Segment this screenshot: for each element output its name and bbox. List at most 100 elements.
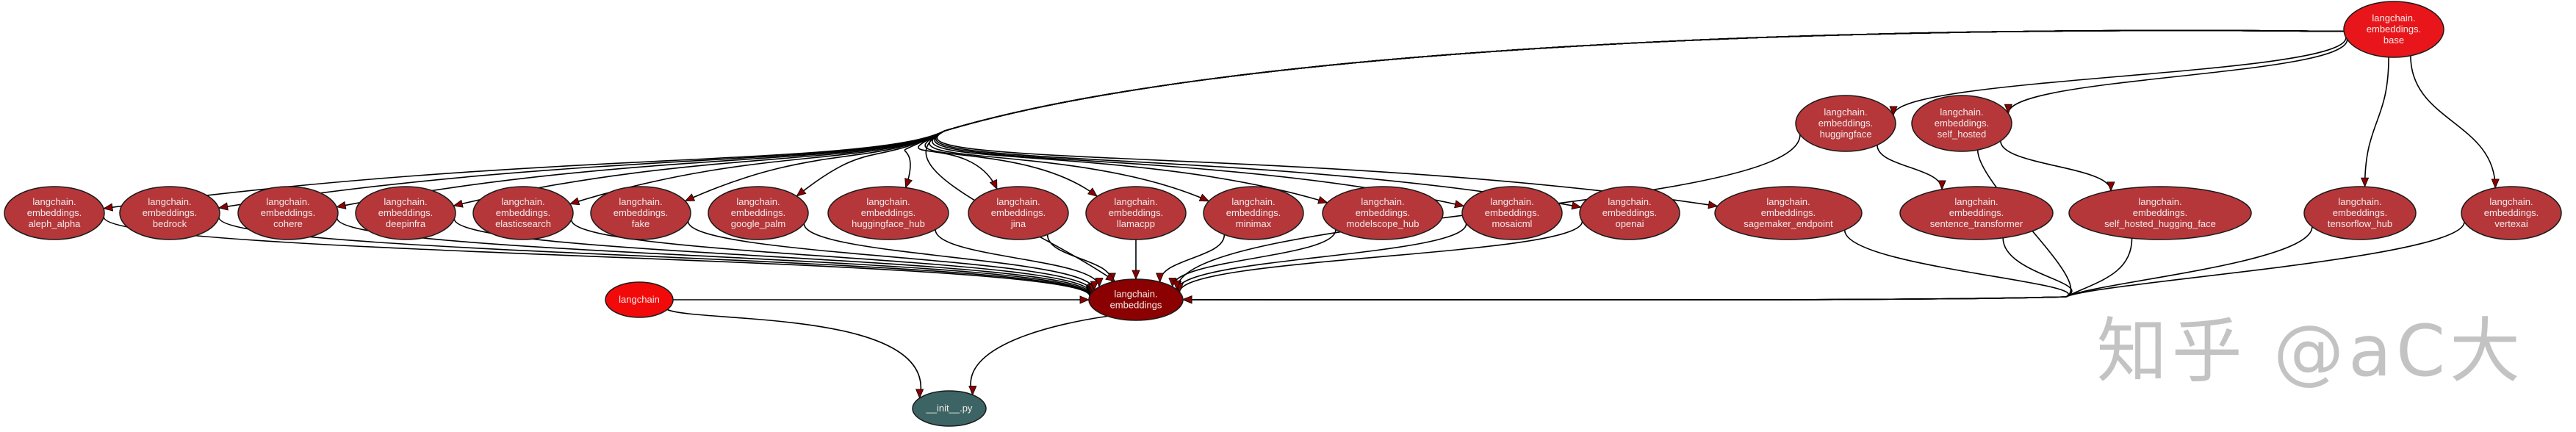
node-label-cohere-line-2: cohere	[273, 218, 303, 229]
arrowhead-base-to-huggingface	[1889, 106, 1898, 116]
node-label-sagemaker_endpoint-line-2: sagemaker_endpoint	[1744, 218, 1833, 229]
node-llamacpp[interactable]: langchain.embeddings.llamacpp	[1085, 186, 1187, 240]
node-minimax[interactable]: langchain.embeddings.minimax	[1203, 186, 1304, 240]
node-shape-openai	[1579, 186, 1680, 240]
node-sagemaker_endpoint[interactable]: langchain.embeddings.sagemaker_endpoint	[1714, 186, 1863, 240]
node-shape-llamacpp	[1085, 186, 1187, 240]
node-jina[interactable]: langchain.embeddings.jina	[968, 186, 1069, 240]
node-huggingface_hub[interactable]: langchain.embeddings.huggingface_hub	[827, 186, 949, 240]
edge-base-to-minimax	[929, 29, 2345, 202]
edge-base-to-huggingface_hub	[904, 29, 2345, 188]
node-langchain[interactable]: langchain	[605, 281, 674, 318]
node-shape-self_hosted_hugging_face	[2068, 186, 2252, 240]
node-label-self_hosted_hugging_face-line-2: self_hosted_hugging_face	[2104, 218, 2216, 229]
node-label-self_hosted-line-0: langchain.	[1940, 107, 1983, 118]
node-shape-minimax	[1203, 186, 1304, 240]
edge-base-to-vertexai	[2410, 55, 2496, 188]
arrowhead-base-to-minimax	[1198, 193, 1210, 202]
arrowhead-base-to-deepinfra	[453, 199, 464, 208]
node-mosaicml[interactable]: langchain.embeddings.mosaicml	[1461, 186, 1563, 240]
node-label-google_palm-line-2: google_palm	[731, 218, 785, 229]
node-fake[interactable]: langchain.embeddings.fake	[590, 186, 691, 240]
edge-base-to-jina	[918, 29, 2345, 190]
node-label-huggingface_hub-line-1: embeddings.	[861, 207, 915, 218]
node-sentence_transformer[interactable]: langchain.embeddings.sentence_transforme…	[1899, 186, 2054, 240]
node-label-elasticsearch-line-0: langchain.	[501, 196, 544, 207]
node-label-bedrock-line-2: bedrock	[153, 218, 187, 229]
node-shape-modelscope_hub	[1322, 186, 1444, 240]
edge-base-to-deepinfra	[453, 29, 2345, 206]
node-vertexai[interactable]: langchain.embeddings.vertexai	[2461, 186, 2562, 240]
node-label-llamacpp-line-2: llamacpp	[1117, 218, 1155, 229]
node-label-huggingface-line-2: huggingface	[1820, 129, 1872, 140]
node-label-tensorflow_hub-line-1: embeddings.	[2333, 207, 2387, 218]
node-shape-vertexai	[2461, 186, 2562, 240]
arrowhead-google_palm-to-embeddings	[1090, 281, 1098, 292]
node-label-self_hosted-line-1: embeddings.	[1935, 118, 1989, 129]
node-init[interactable]: __init__.py	[912, 390, 987, 427]
node-shape-jina	[968, 186, 1069, 240]
node-label-embeddings-line-1: embeddings	[1110, 300, 1162, 311]
node-self_hosted_hugging_face[interactable]: langchain.embeddings.self_hosted_hugging…	[2068, 186, 2252, 240]
node-label-openai-line-0: langchain.	[1608, 196, 1651, 207]
edge-base-to-cohere	[337, 29, 2345, 208]
arrowhead-self_hosted-to-self_hosted_hugging_face	[2107, 181, 2115, 192]
node-base[interactable]: langchain.embeddings.base	[2343, 1, 2444, 58]
node-label-minimax-line-2: minimax	[1236, 218, 1272, 229]
node-label-aleph_alpha-line-2: aleph_alpha	[29, 218, 82, 229]
node-label-fake-line-1: embeddings.	[614, 207, 668, 218]
node-label-langchain-line-0: langchain	[619, 294, 660, 305]
arrowhead-embeddings-to-init	[968, 386, 977, 396]
edge-base-to-google_palm	[796, 29, 2345, 197]
node-elasticsearch[interactable]: langchain.embeddings.elasticsearch	[472, 186, 574, 240]
node-label-jina-line-0: langchain.	[996, 196, 1040, 207]
node-label-jina-line-2: jina	[1010, 218, 1026, 229]
node-label-self_hosted-line-2: self_hosted	[1938, 129, 1987, 140]
node-label-huggingface_hub-line-0: langchain.	[866, 196, 910, 207]
node-deepinfra[interactable]: langchain.embeddings.deepinfra	[355, 186, 456, 240]
node-label-init-line-0: __init__.py	[926, 403, 973, 414]
node-aleph_alpha[interactable]: langchain.embeddings.aleph_alpha	[4, 186, 105, 240]
node-self_hosted[interactable]: langchain.embeddings.self_hosted	[1911, 95, 2012, 152]
node-modelscope_hub[interactable]: langchain.embeddings.modelscope_hub	[1322, 186, 1444, 240]
edge-base-to-modelscope_hub	[932, 29, 2345, 204]
node-label-sentence_transformer-line-1: embeddings.	[1949, 207, 2004, 218]
node-bedrock[interactable]: langchain.embeddings.bedrock	[119, 186, 220, 240]
node-openai[interactable]: langchain.embeddings.openai	[1579, 186, 1680, 240]
node-tensorflow_hub[interactable]: langchain.embeddings.tensorflow_hub	[2303, 186, 2417, 240]
arrowhead-base-to-google_palm	[796, 187, 807, 197]
arrowhead-self_hosted-to-embeddings	[1181, 295, 1192, 304]
arrowhead-base-to-huggingface_hub	[904, 178, 913, 189]
node-label-modelscope_hub-line-0: langchain.	[1361, 196, 1404, 207]
node-shape-embeddings	[1088, 278, 1184, 321]
edge-openai-to-embeddings	[1179, 221, 1583, 292]
node-label-self_hosted_hugging_face-line-0: langchain.	[2138, 196, 2181, 207]
edge-minimax-to-embeddings	[1159, 234, 1226, 282]
node-shape-huggingface_hub	[827, 186, 949, 240]
node-shape-deepinfra	[355, 186, 456, 240]
node-shape-bedrock	[119, 186, 220, 240]
node-cohere[interactable]: langchain.embeddings.cohere	[237, 186, 339, 240]
node-label-cohere-line-0: langchain.	[266, 196, 309, 207]
arrowhead-base-to-openai	[1571, 201, 1582, 210]
node-google_palm[interactable]: langchain.embeddings.google_palm	[708, 186, 809, 240]
node-embeddings[interactable]: langchain.embeddings	[1088, 278, 1184, 321]
node-huggingface[interactable]: langchain.embeddings.huggingface	[1795, 95, 1896, 152]
node-label-openai-line-2: openai	[1615, 218, 1644, 229]
node-label-sentence_transformer-line-0: langchain.	[1954, 196, 1998, 207]
edge-sagemaker_endpoint-to-embeddings	[1182, 230, 2069, 300]
node-label-self_hosted_hugging_face-line-1: embeddings.	[2133, 207, 2187, 218]
edge-huggingface_hub-to-embeddings	[935, 229, 1100, 287]
node-label-vertexai-line-2: vertexai	[2494, 218, 2528, 229]
edge-elasticsearch-to-embeddings	[570, 220, 1092, 294]
node-label-bedrock-line-0: langchain.	[148, 196, 191, 207]
node-label-llamacpp-line-1: embeddings.	[1109, 207, 1163, 218]
node-label-huggingface_hub-line-2: huggingface_hub	[852, 218, 925, 229]
node-shape-self_hosted	[1911, 95, 2012, 152]
arrowhead-huggingface-to-sentence_transformer	[1938, 180, 1946, 190]
arrowhead-minimax-to-embeddings	[1156, 273, 1165, 283]
node-shape-huggingface	[1795, 95, 1896, 152]
edge-self_hosted_hugging_face-to-embeddings	[1182, 238, 2133, 300]
node-label-huggingface-line-1: embeddings.	[1818, 118, 1873, 129]
edge-base-to-llamacpp	[924, 29, 2345, 197]
